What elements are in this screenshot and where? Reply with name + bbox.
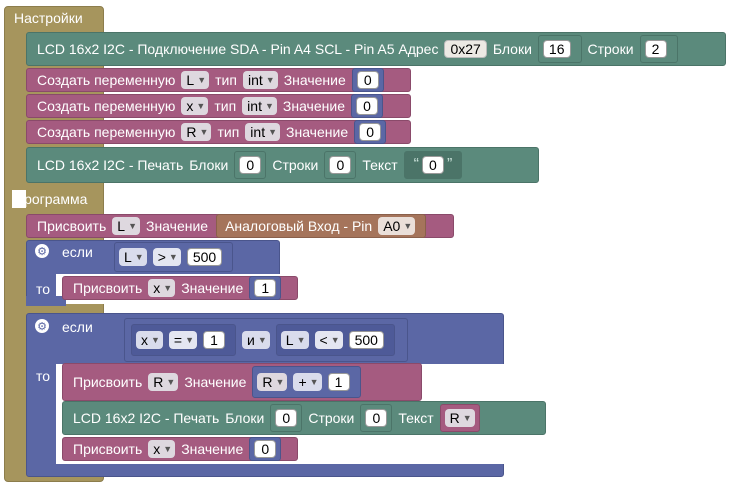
gear-icon[interactable]: ⚙ [35,244,49,258]
assign-x-2[interactable]: Присвоить x▼ Значение 0 [62,437,298,461]
var-name-dropdown[interactable]: R▼ [181,123,212,141]
setup-gap [12,190,26,208]
type-dropdown[interactable]: int▼ [242,71,278,89]
type-dropdown[interactable]: int▼ [242,97,277,115]
var-dropdown[interactable]: x▼ [148,440,176,458]
value-label: Значение [181,441,244,457]
then-label: то [36,281,51,297]
analog-label: Аналоговый Вход - Pin [225,218,373,234]
value-label: Значение [282,98,345,114]
assign-x-1[interactable]: Присвоить x▼ Значение 1 [62,276,298,300]
math-left-dropdown[interactable]: R▼ [257,373,288,391]
lcd-print-block-2[interactable]: LCD 16x2 I2C - Печать Блоки 0 Строки 0 Т… [62,401,546,435]
create-var-label: Создать переменную [37,72,176,88]
assign-label: Присвоить [73,441,143,457]
lcd-address-field[interactable]: 0x27 [444,40,487,58]
value-field[interactable]: 1 [254,279,277,297]
lcd-rows-label: Строки [272,157,319,173]
lcd-cols-field[interactable]: 16 [542,40,571,58]
value-field[interactable]: 0 [359,123,382,141]
value-field[interactable]: 0 [356,71,379,89]
gear-icon[interactable]: ⚙ [35,319,49,333]
pin-dropdown[interactable]: A0▼ [378,217,416,235]
assign-analog-block[interactable]: Присвоить L▼ Значение Аналоговый Вход - … [26,214,454,238]
lcd-text-label: Текст [398,410,434,426]
lcd-print-block[interactable]: LCD 16x2 I2C - Печать Блоки 0 Строки 0 Т… [26,147,539,183]
cond1-op-dropdown[interactable]: =▼ [168,331,198,349]
assign-r-block[interactable]: Присвоить R▼ Значение R▼ +▼ 1 [62,363,422,401]
then-label: то [36,368,51,384]
value-label: Значение [283,72,346,88]
create-var-R[interactable]: Создать переменную R▼ тип int▼ Значение … [26,120,411,144]
lcd-rows-field[interactable]: 2 [644,40,667,58]
var-dropdown[interactable]: L▼ [112,217,140,235]
lcd-cols-label: Блоки [225,410,265,426]
type-dropdown[interactable]: int▼ [245,123,281,141]
cond2-left-dropdown[interactable]: L▼ [280,331,309,349]
analog-read-block[interactable]: Аналоговый Вход - Pin A0▼ [216,214,427,238]
lcd-cols-label: Блоки [492,41,532,57]
var-name-dropdown[interactable]: x▼ [181,97,209,115]
lcd-print-label: LCD 16x2 I2C - Печать [73,410,220,426]
setup-header: Настройки [14,10,83,26]
cond1-left-dropdown[interactable]: x▼ [136,331,163,349]
cond2-op-dropdown[interactable]: <▼ [314,331,343,349]
assign-label: Присвоить [37,218,107,234]
lcd-init-label: LCD 16x2 I2C - Подключение SDA - Pin A4 … [37,41,439,57]
cond-left-dropdown[interactable]: L▼ [119,248,147,266]
lcd-row-field[interactable]: 0 [365,409,388,427]
if-label: если [62,319,93,335]
create-var-x[interactable]: Создать переменную x▼ тип int▼ Значение … [26,94,411,118]
if2-condition[interactable]: x▼ =▼ 1 и▼ L▼ <▼ 500 [124,318,414,362]
var-dropdown[interactable]: x▼ [148,279,176,297]
value-field[interactable]: 0 [355,97,378,115]
assign-label: Присвоить [73,374,143,390]
text-var-dropdown[interactable]: R▼ [444,409,475,427]
var-dropdown[interactable]: R▼ [148,373,179,391]
var-name-dropdown[interactable]: L▼ [181,71,210,89]
value-label: Значение [286,124,349,140]
math-right-field[interactable]: 1 [327,373,350,391]
create-var-label: Создать переменную [37,98,176,114]
lcd-rows-label: Строки [587,41,634,57]
type-label: тип [214,98,237,114]
lcd-print-label: LCD 16x2 I2C - Печать [37,157,184,173]
loop-header: Программа [14,191,88,207]
value-label: Значение [184,374,247,390]
cond-right-field[interactable]: 500 [186,248,223,266]
lcd-row-field[interactable]: 0 [329,156,352,174]
math-block[interactable]: R▼ +▼ 1 [252,366,361,398]
value-label: Значение [181,280,244,296]
close-quote-icon: ” [446,156,453,173]
value-label: Значение [145,218,209,234]
create-var-L[interactable]: Создать переменную L▼ тип int▼ Значение … [26,68,411,92]
if1-spine [26,296,66,306]
if-label: если [62,244,93,260]
type-label: тип [217,124,240,140]
value-field[interactable]: 0 [254,440,277,458]
cond2-right-field[interactable]: 500 [348,331,384,349]
lcd-text-label: Текст [362,157,398,173]
cond1-right-field[interactable]: 1 [203,331,226,349]
lcd-cols-label: Блоки [189,157,229,173]
if1-condition[interactable]: L▼ >▼ 500 [114,242,239,272]
logic-dropdown[interactable]: и▼ [242,331,270,349]
cond-op-dropdown[interactable]: >▼ [152,248,181,266]
lcd-col-field[interactable]: 0 [239,156,262,174]
open-quote-icon: “ [413,156,419,173]
math-op-dropdown[interactable]: +▼ [293,373,322,391]
lcd-text-field[interactable]: 0 [421,156,444,174]
create-var-label: Создать переменную [37,124,176,140]
assign-label: Присвоить [73,280,143,296]
lcd-col-field[interactable]: 0 [275,409,298,427]
lcd-init-block[interactable]: LCD 16x2 I2C - Подключение SDA - Pin A4 … [26,32,726,66]
lcd-rows-label: Строки [308,410,355,426]
type-label: тип [215,72,237,88]
